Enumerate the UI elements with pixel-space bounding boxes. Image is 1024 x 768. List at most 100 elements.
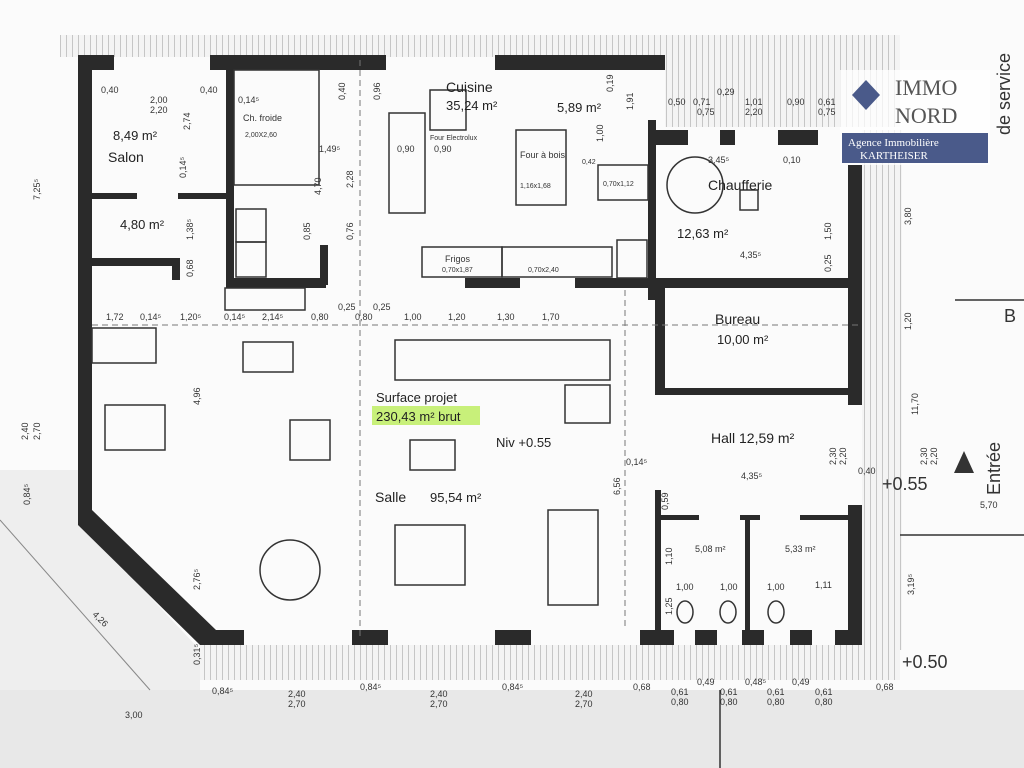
entrance-arrow-icon (954, 451, 974, 473)
dim: 0,90 (397, 144, 415, 154)
chaufferie-area: 12,63 m² (677, 226, 729, 241)
dim: 2,20 (745, 107, 763, 117)
immo-nord-logo: IMMO NORD Agence Immobilière KARTHEISER (840, 70, 990, 165)
walls (78, 55, 862, 645)
level-050-label: +0.50 (902, 652, 948, 672)
hatch-bottom (200, 645, 900, 680)
dim: 0,96 (372, 82, 382, 100)
dim: 2,00 (150, 95, 168, 105)
dimension-right: 4,35⁵ 2,30 2,20 0,40 1,10 1,00 1,00 1,00… (612, 312, 998, 615)
dim: 3,19⁵ (906, 573, 916, 595)
dim: 0,84⁵ (22, 483, 32, 505)
dim: 0,84⁵ (212, 686, 234, 696)
dim: 0,48⁵ (745, 677, 767, 687)
dim: 0,80 (671, 697, 689, 707)
dim: 0,25 (823, 254, 833, 272)
dim: 0,42 (582, 159, 596, 166)
logo-line1: IMMO (895, 75, 957, 100)
dim: 0,68 (633, 682, 651, 692)
dim: 1,72 (106, 312, 124, 322)
dim: 1,70 (542, 312, 560, 322)
dim: 1,01 (745, 97, 763, 107)
de-service-label: de service (994, 53, 1014, 135)
entree-label: Entrée (984, 442, 1004, 495)
dim: 0,40 (337, 82, 347, 100)
frigos-label: Frigos (445, 254, 471, 264)
dim: 0,80 (720, 697, 738, 707)
dim: 1,00 (676, 582, 694, 592)
dim: 2,20 (929, 447, 939, 465)
dim: 0,19 (605, 74, 615, 92)
dim: 1,00 (595, 124, 605, 142)
dim: 2,20 (838, 447, 848, 465)
dim: 0,59 (660, 492, 670, 510)
dim: 0,40 (858, 466, 876, 476)
dim: 6,56 (612, 477, 622, 495)
dim: 2,40 (20, 422, 30, 440)
hatch-right (862, 130, 902, 650)
salon-area: 8,49 m² (113, 128, 158, 143)
dim: 2,30 (828, 447, 838, 465)
dim: 3,00 (125, 710, 143, 720)
dimension-row: 1,72 0,14⁵ 1,20⁵ 0,14⁵ 2,14⁵ 0,80 0,25 0… (106, 302, 560, 322)
frigos-size-2: 0,70x2,40 (528, 267, 559, 274)
dim: 0,90 (787, 97, 805, 107)
dim: 2,28 (345, 170, 355, 188)
dim: 1,50 (823, 222, 833, 240)
salon-label: Salon (108, 149, 144, 165)
dim: 0,31⁵ (192, 643, 202, 665)
hall-label: Hall 12,59 m² (711, 430, 795, 446)
dim: 2,20 (150, 105, 168, 115)
dim: 0,84⁵ (502, 682, 524, 692)
dim: 0,25 (338, 302, 356, 312)
dim: 3,80 (903, 207, 913, 225)
dim: 0,80 (815, 697, 833, 707)
small-room-area: 4,80 m² (120, 217, 165, 232)
dim: 0,14⁵ (626, 457, 648, 467)
dim: 0,90 (434, 144, 452, 154)
dim: 0,14⁵ (224, 312, 246, 322)
dim: 1,10 (664, 547, 674, 565)
salle-label: Salle (375, 489, 406, 505)
dim: 2,70 (575, 699, 593, 709)
plonge-area: 5,89 m² (557, 100, 602, 115)
dim: 0,61 (815, 687, 833, 697)
dim: 0,49 (792, 677, 810, 687)
dim: 0,71 (693, 97, 711, 107)
dim: 1,91 (625, 92, 635, 110)
bottom-band (0, 690, 1024, 768)
dim: 0,14⁵ (238, 95, 260, 105)
hatch-bottom-left (0, 470, 200, 690)
dim: 0,80 (767, 697, 785, 707)
dim: 0,10 (783, 155, 801, 165)
dim: 1,00 (720, 582, 738, 592)
salle-area: 95,54 m² (430, 490, 482, 505)
dim: 1,30 (497, 312, 515, 322)
dim: 1,20 (903, 312, 913, 330)
dim: 1,11 (815, 580, 832, 590)
dim: 0,14⁵ (178, 156, 188, 178)
dim: 0,84⁵ (360, 682, 382, 692)
dim: 4,35⁵ (740, 250, 762, 260)
dim: 0,25 (373, 302, 391, 312)
logo-line3: Agence Immobilière (848, 137, 939, 149)
dim: 0,14⁵ (140, 312, 162, 322)
dim: 0,49 (697, 677, 715, 687)
cuisine-label: Cuisine (446, 79, 493, 95)
dim: 2,30 (919, 447, 929, 465)
bureau-label: Bureau (715, 311, 760, 327)
dim: 0,61 (720, 687, 738, 697)
dim: 0,75 (697, 107, 715, 117)
logo-line4: KARTHEISER (860, 150, 928, 162)
dim: 0,76 (345, 222, 355, 240)
cuisine-area: 35,24 m² (446, 98, 498, 113)
dim: 2,76⁵ (192, 568, 202, 590)
dim: 0,40 (200, 85, 218, 95)
dim: 0,61 (671, 687, 689, 697)
logo-diamond-icon (852, 80, 880, 110)
dim: 1,20⁵ (180, 312, 202, 322)
dimension-bottom: 0,84⁵ 2,40 2,70 0,84⁵ 2,40 2,70 0,84⁵ 2,… (125, 677, 894, 720)
bureau-area: 10,00 m² (717, 332, 769, 347)
dim: 1,00 (767, 582, 785, 592)
